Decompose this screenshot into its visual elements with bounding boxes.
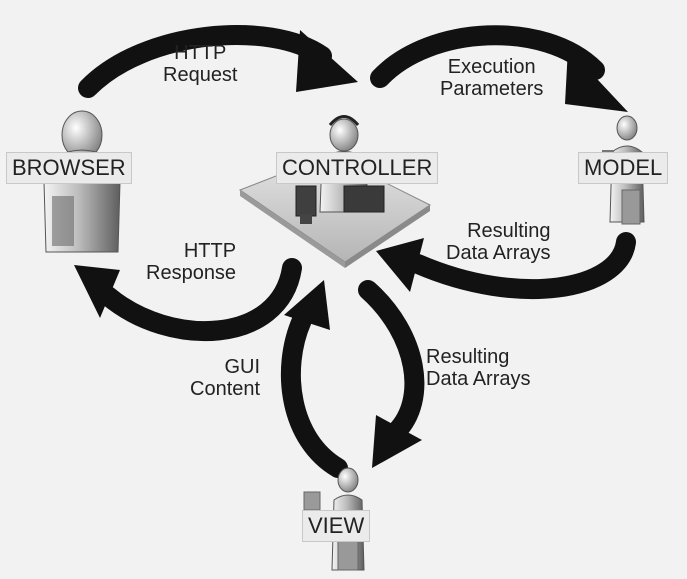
label-http-request: HTTP Request (163, 42, 238, 87)
arrow-execution-parameters (370, 25, 628, 112)
label-http-response-line2: Response (146, 262, 237, 285)
label-execution-parameters-line1: Execution (447, 56, 536, 78)
label-resulting-data-model-line1: Resulting (467, 220, 551, 242)
label-resulting-data-view-line1: Resulting (426, 346, 510, 368)
node-controller: CONTROLLER (276, 152, 439, 184)
arrow-gui-content (280, 280, 348, 478)
node-browser: BROWSER (6, 152, 132, 184)
node-model: MODEL (578, 152, 669, 184)
node-view: VIEW (302, 510, 371, 542)
arrow-http-response (74, 258, 302, 341)
label-resulting-data-view-line2: Data Arrays (426, 368, 531, 391)
label-gui-content-line1: GUI (224, 356, 261, 378)
arrow-http-request (78, 25, 358, 98)
label-http-request-line1: HTTP (174, 42, 227, 64)
label-http-response-line1: HTTP (183, 240, 237, 262)
label-resulting-data-model: Resulting Data Arrays (446, 220, 550, 265)
label-execution-parameters-line2: Parameters (440, 78, 544, 101)
label-http-request-line2: Request (163, 64, 238, 87)
label-resulting-data-model-line2: Data Arrays (446, 242, 551, 265)
label-execution-parameters: Execution Parameters (440, 56, 543, 101)
label-http-response: HTTP Response (146, 240, 236, 285)
arrow-resulting-data-view (358, 280, 425, 468)
label-gui-content: GUI Content (190, 356, 260, 401)
label-gui-content-line2: Content (190, 378, 261, 401)
label-resulting-data-view: Resulting Data Arrays (426, 346, 530, 391)
arrow-resulting-data-model (376, 232, 636, 300)
